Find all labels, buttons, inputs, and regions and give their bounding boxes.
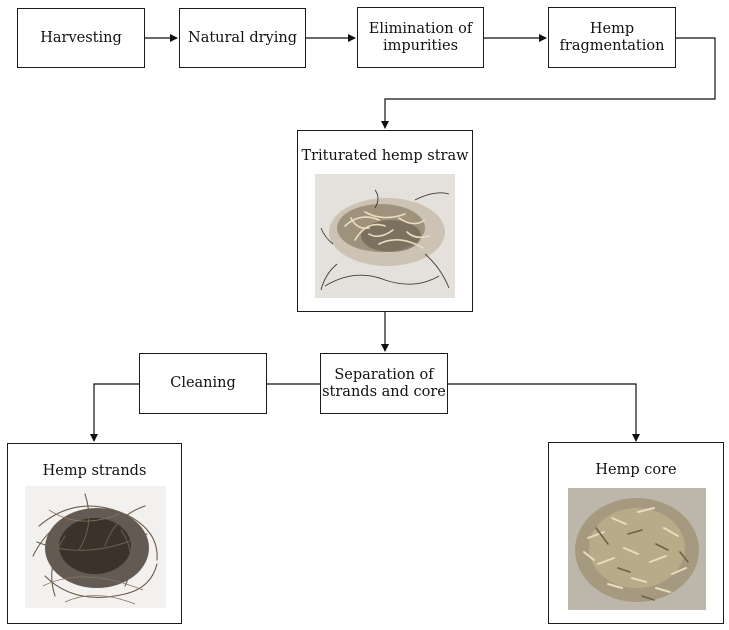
step-hemp-fragmentation: Hemp fragmentation: [548, 7, 676, 68]
step-harvesting: Harvesting: [17, 8, 145, 68]
step-natural-drying: Natural drying: [179, 8, 306, 68]
step-cleaning: Cleaning: [139, 353, 267, 414]
arrow-cleaning-to-strands: [90, 383, 139, 442]
product-core-title: Hemp core: [595, 462, 677, 478]
step-elimination-label-2: impurities: [382, 37, 459, 54]
step-separation-of-strands-and-core: Separation of strands and core: [320, 353, 448, 414]
step-fragmentation-label-1: Hemp: [589, 20, 635, 37]
product-strands-title: Hemp strands: [42, 463, 147, 479]
step-elimination-of-impurities: Elimination of impurities: [357, 7, 484, 68]
triturated-hemp-straw-photo: [315, 174, 455, 298]
hemp-strands-photo: [25, 486, 166, 608]
step-cleaning-label: Cleaning: [170, 375, 236, 391]
product-hemp-core: Hemp core: [548, 442, 724, 624]
step-fragmentation-label-2: fragmentation: [559, 37, 665, 54]
product-triturated-hemp-straw: Triturated hemp straw: [297, 130, 473, 312]
step-natural-drying-label: Natural drying: [188, 29, 297, 46]
step-separation-label-2: strands and core: [322, 383, 446, 400]
product-straw-title: Triturated hemp straw: [301, 148, 469, 164]
step-harvesting-label: Harvesting: [40, 29, 122, 46]
product-hemp-strands: Hemp strands: [7, 443, 182, 624]
hemp-core-photo: [568, 488, 706, 610]
step-elimination-label-1: Elimination of: [368, 20, 473, 37]
step-separation-label-1: Separation of: [334, 366, 434, 383]
arrow-separation-to-core: [448, 383, 640, 442]
arrow-fragmentation-to-straw: [381, 37, 716, 129]
